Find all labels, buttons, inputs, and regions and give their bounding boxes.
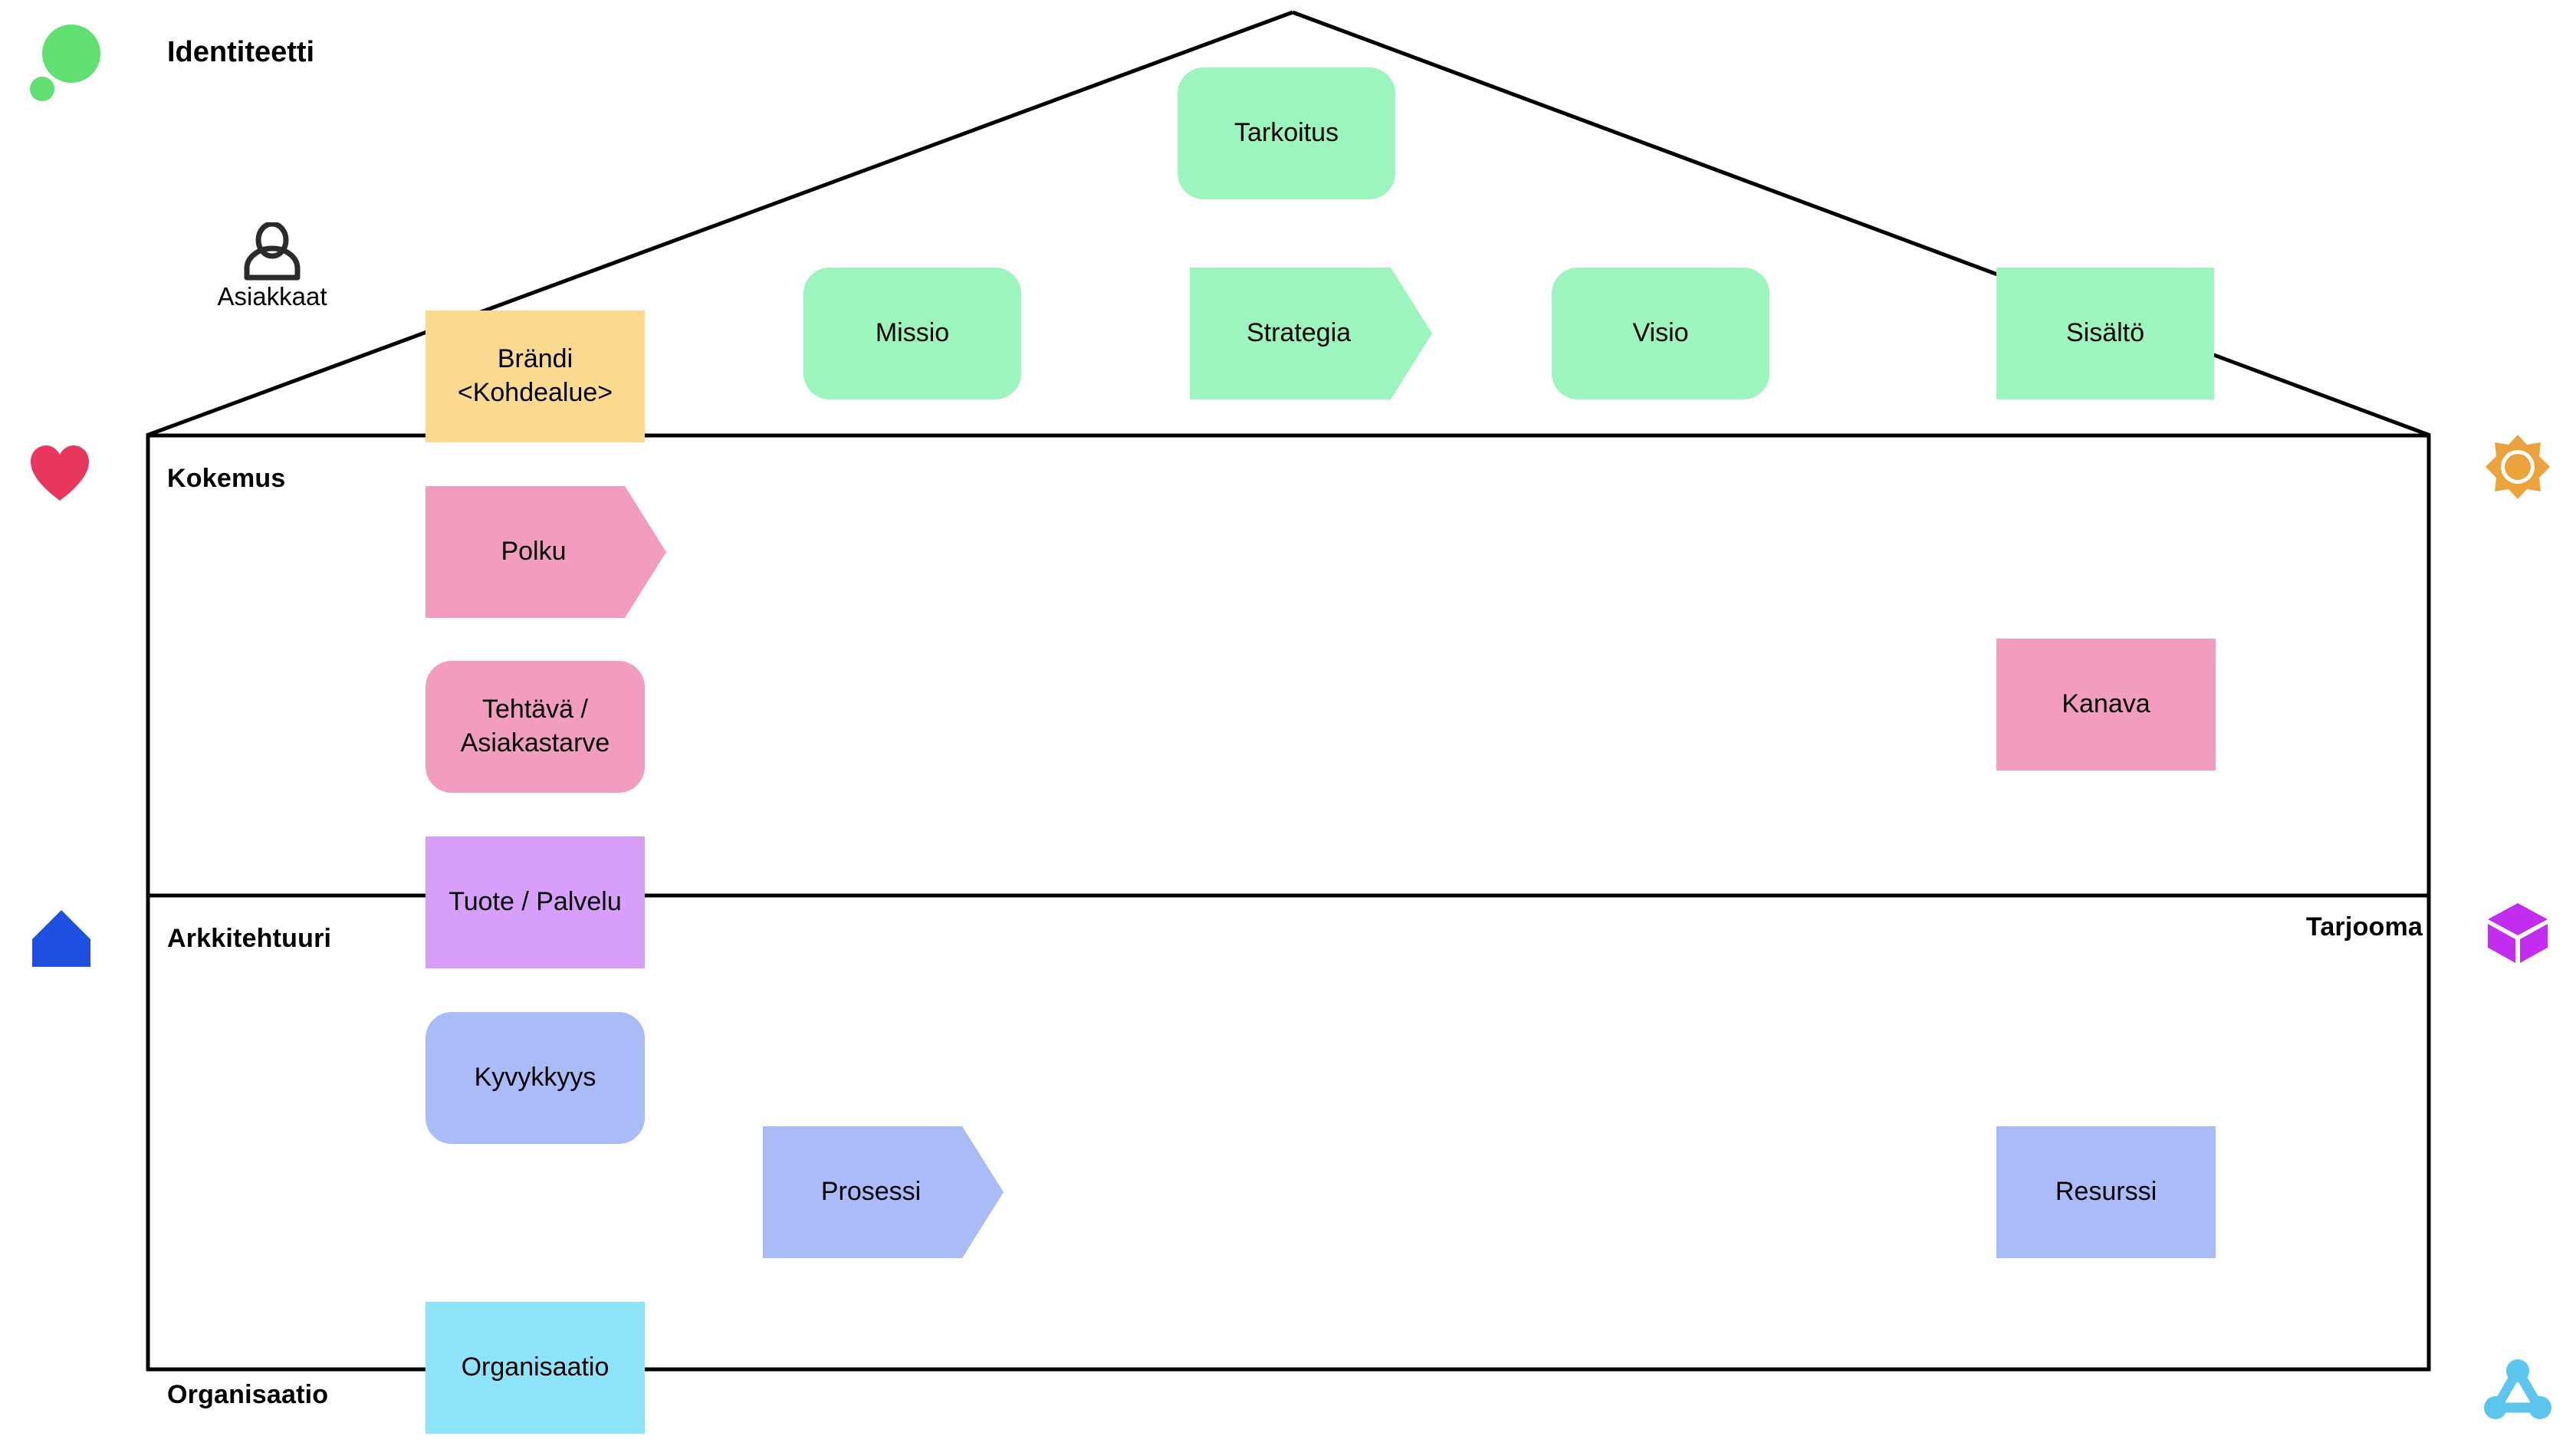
node-organisaatio[interactable]: Organisaatio <box>426 1302 645 1434</box>
actor-asiakkaat: Asiakkaat <box>192 221 353 311</box>
node-label: Polku <box>501 537 567 567</box>
section-label-organisaatio: Organisaatio <box>167 1380 329 1409</box>
node-label: Sisältö <box>2065 318 2145 348</box>
node-kanava[interactable]: Kanava <box>1996 639 2216 771</box>
node-label: Tehtävä / Asiakastarve <box>460 695 610 758</box>
section-label-kokemus: Kokemus <box>167 464 286 493</box>
node-brandi[interactable]: Brändi <Kohdealue> <box>426 311 645 442</box>
node-polku[interactable]: Polku <box>426 486 666 618</box>
node-visio[interactable]: Visio <box>1552 268 1769 399</box>
sun-icon <box>2484 433 2551 501</box>
roof-right-edge <box>1292 10 2431 438</box>
chevron-shape <box>763 1126 1004 1258</box>
identity-bubble-icon <box>23 21 107 106</box>
node-missio[interactable]: Missio <box>803 268 1021 399</box>
node-label: Brändi <Kohdealue> <box>457 344 613 407</box>
network-icon <box>2484 1359 2551 1426</box>
page-title: Identiteetti <box>167 36 315 68</box>
heart-icon <box>28 441 92 505</box>
node-label: Strategia <box>1246 318 1352 348</box>
section-label-tarjooma: Tarjooma <box>2305 912 2423 942</box>
node-label: Kyvykkyys <box>474 1063 596 1093</box>
person-icon <box>192 221 353 281</box>
node-strategia[interactable]: Strategia <box>1190 268 1432 399</box>
node-sisalto[interactable]: Sisältö <box>1996 268 2214 399</box>
node-tehtava-asiakastarve[interactable]: Tehtävä / Asiakastarve <box>426 661 645 793</box>
node-label: Prosessi <box>820 1177 922 1207</box>
node-label: Tarkoitus <box>1234 118 1339 148</box>
node-tarkoitus[interactable]: Tarkoitus <box>1178 67 1395 199</box>
node-label: Organisaatio <box>461 1352 610 1382</box>
actor-label: Asiakkaat <box>217 282 327 311</box>
node-resurssi[interactable]: Resurssi <box>1996 1126 2216 1258</box>
node-kyvykkyys[interactable]: Kyvykkyys <box>426 1012 645 1144</box>
node-prosessi[interactable]: Prosessi <box>763 1126 1004 1258</box>
node-label: Visio <box>1632 318 1689 348</box>
cube-icon <box>2484 899 2551 967</box>
section-label-arkkitehtuuri: Arkkitehtuuri <box>167 924 332 953</box>
house-icon <box>29 907 94 971</box>
node-tuote-palvelu[interactable]: Tuote / Palvelu <box>426 836 645 968</box>
node-label: Tuote / Palvelu <box>449 887 622 917</box>
node-label: Missio <box>875 318 950 348</box>
node-label: Kanava <box>2062 689 2150 719</box>
node-label: Resurssi <box>2055 1177 2157 1207</box>
chevron-shape <box>426 486 666 618</box>
